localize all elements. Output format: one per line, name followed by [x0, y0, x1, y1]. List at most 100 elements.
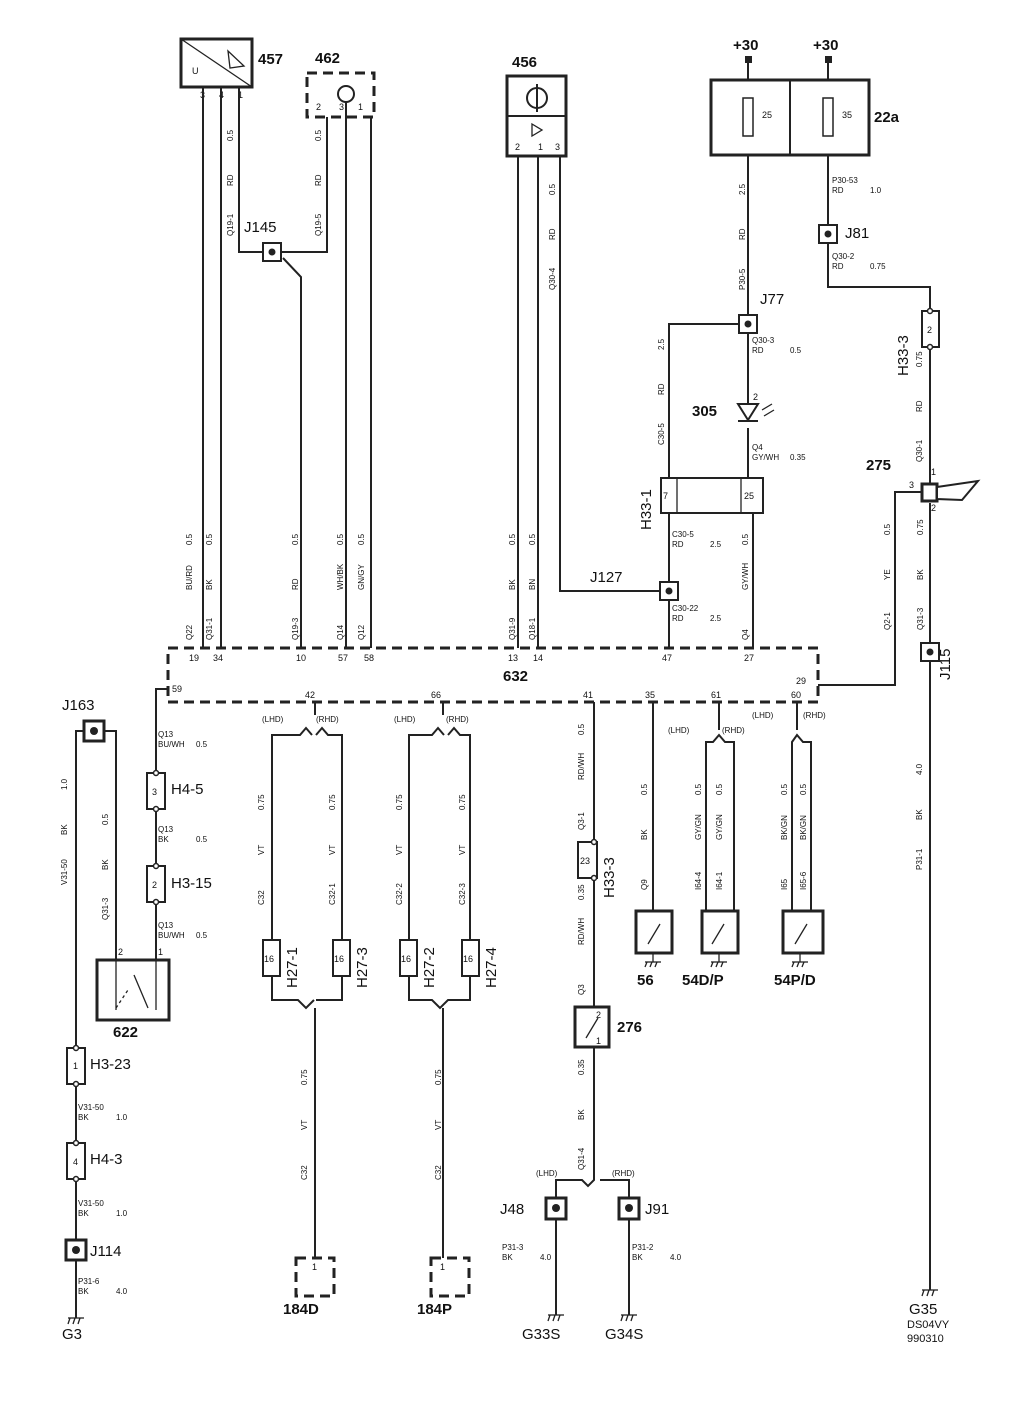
component-462: 462 2 3 1 [305, 50, 376, 119]
wire-label: Q2-1 [883, 612, 892, 630]
wire-label: Q19-1 [226, 213, 235, 236]
wire-label: 0.5 [196, 835, 208, 844]
wire-label: Q31-3 [916, 607, 925, 630]
wire-label: C32 [300, 1165, 309, 1180]
wire-label: BK [916, 569, 925, 580]
pin-label: 1 [312, 1262, 317, 1272]
wire-label: RD/WH [577, 918, 586, 945]
wire-label: 0.5 [548, 183, 557, 195]
pin-label: 10 [296, 653, 306, 663]
pin-label: 60 [791, 690, 801, 700]
component-276-switch: 2 1 276 [573, 1005, 642, 1049]
label-632: 632 [503, 668, 528, 685]
component-456: 456 2 1 3 [505, 54, 568, 158]
junction-label: J114 [90, 1243, 121, 1260]
label-462: 462 [315, 50, 340, 67]
pin-label: 19 [189, 653, 199, 663]
wire-label: P30-53 [832, 176, 858, 185]
ground-label: G33S [522, 1326, 560, 1343]
wire-label: RD [226, 174, 235, 186]
label-184d: 184D [283, 1301, 319, 1318]
wire-label: 0.5 [314, 129, 323, 141]
wire-label: RD [548, 228, 557, 240]
fuse-box-22a: 25 35 22a +30 +30 [709, 37, 900, 157]
wire-label: VT [300, 1120, 309, 1130]
wire-label: BN [528, 579, 537, 590]
wires-top [202, 87, 931, 1290]
ground-g34s-icon: G34S [605, 1314, 643, 1343]
connector-label: H4-5 [171, 781, 204, 798]
rhd-label: (RHD) [316, 715, 339, 724]
wire-label: 0.5 [101, 813, 110, 825]
wire-label: C30-5 [657, 423, 666, 445]
connector-h3-15: 2 H3-15 [146, 862, 212, 906]
junction-label: J115 [937, 649, 954, 680]
wire-label: I65-6 [799, 871, 808, 890]
label-54dp: 54D/P [682, 972, 724, 989]
wire-label: 0.5 [640, 783, 649, 795]
wire-label: BK [78, 1113, 89, 1122]
u-label: U [192, 66, 199, 76]
power-label: +30 [733, 37, 758, 54]
pin-label: 27 [744, 653, 754, 663]
wire-label: BK [60, 824, 69, 835]
wire-label: 0.5 [185, 533, 194, 545]
wire-label: 0.5 [205, 533, 214, 545]
wire-label: Q13 [158, 730, 174, 739]
wire-label: 0.5 [577, 723, 586, 735]
pin-label: 23 [580, 856, 590, 866]
pin-label: 2 [152, 880, 157, 890]
wire-label: RD [672, 540, 684, 549]
connector-label: H27-1 [284, 947, 301, 988]
label-275: 275 [866, 457, 891, 474]
wire-label: 0.75 [916, 519, 925, 535]
wire-label: 0.75 [300, 1069, 309, 1085]
wire-label: Q31-1 [205, 617, 214, 640]
connector-label: H33-1 [638, 489, 655, 530]
wire-label: Q22 [185, 624, 194, 640]
wire-label: P31-1 [915, 848, 924, 870]
pin-label: 3 [152, 787, 157, 797]
wire-label: 4.0 [915, 763, 924, 775]
wire-label: C30-22 [672, 604, 699, 613]
diagram-date: 990310 [907, 1333, 944, 1345]
wire-label: Q19-3 [291, 617, 300, 640]
label-457: 457 [258, 51, 283, 68]
pin-label: 59 [172, 684, 182, 694]
rhd-label: (RHD) [722, 726, 745, 735]
pin-label: 7 [663, 491, 668, 501]
connector-h27-4: 16 H27-4 [461, 939, 500, 988]
wire-label: GY/WH [741, 563, 750, 590]
wire-label: V31-50 [78, 1103, 104, 1112]
pin-label: 1 [931, 467, 936, 477]
wire-label: BK [502, 1253, 513, 1262]
connector-label: H3-15 [171, 875, 212, 892]
wire-label: 0.35 [577, 1059, 586, 1075]
component-54pd-switch: 54P/D [774, 909, 825, 989]
ground-g35-icon: G35 [909, 1289, 938, 1318]
wire-label: RD [657, 383, 666, 395]
junction-j48: J48 [500, 1196, 568, 1221]
wire-label: 1.0 [116, 1209, 128, 1218]
wire-label: RD [915, 400, 924, 412]
ground-g33s-icon: G33S [522, 1314, 564, 1343]
wire-label: BU/WH [158, 931, 185, 940]
pin-label: 3 [555, 142, 560, 152]
wire-label: 0.5 [336, 533, 345, 545]
wire-label: BK [78, 1287, 89, 1296]
pin-label: 47 [662, 653, 672, 663]
wire-label: VT [395, 845, 404, 855]
ground-label: G3 [62, 1326, 82, 1343]
wire-label: P31-2 [632, 1243, 654, 1252]
wire-label: 0.5 [694, 783, 703, 795]
junction-label: J48 [500, 1201, 524, 1218]
wire-label: RD [832, 262, 844, 271]
wire-label: BK [577, 1109, 586, 1120]
wire-label: 0.5 [196, 740, 208, 749]
pin-label: 34 [213, 653, 223, 663]
grounds: G3 G33S G34S G35 [62, 1289, 938, 1343]
wire-label: BK [508, 579, 517, 590]
pin-label: 2 [753, 392, 758, 402]
component-622-relay: 2 1 622 [95, 947, 171, 1041]
